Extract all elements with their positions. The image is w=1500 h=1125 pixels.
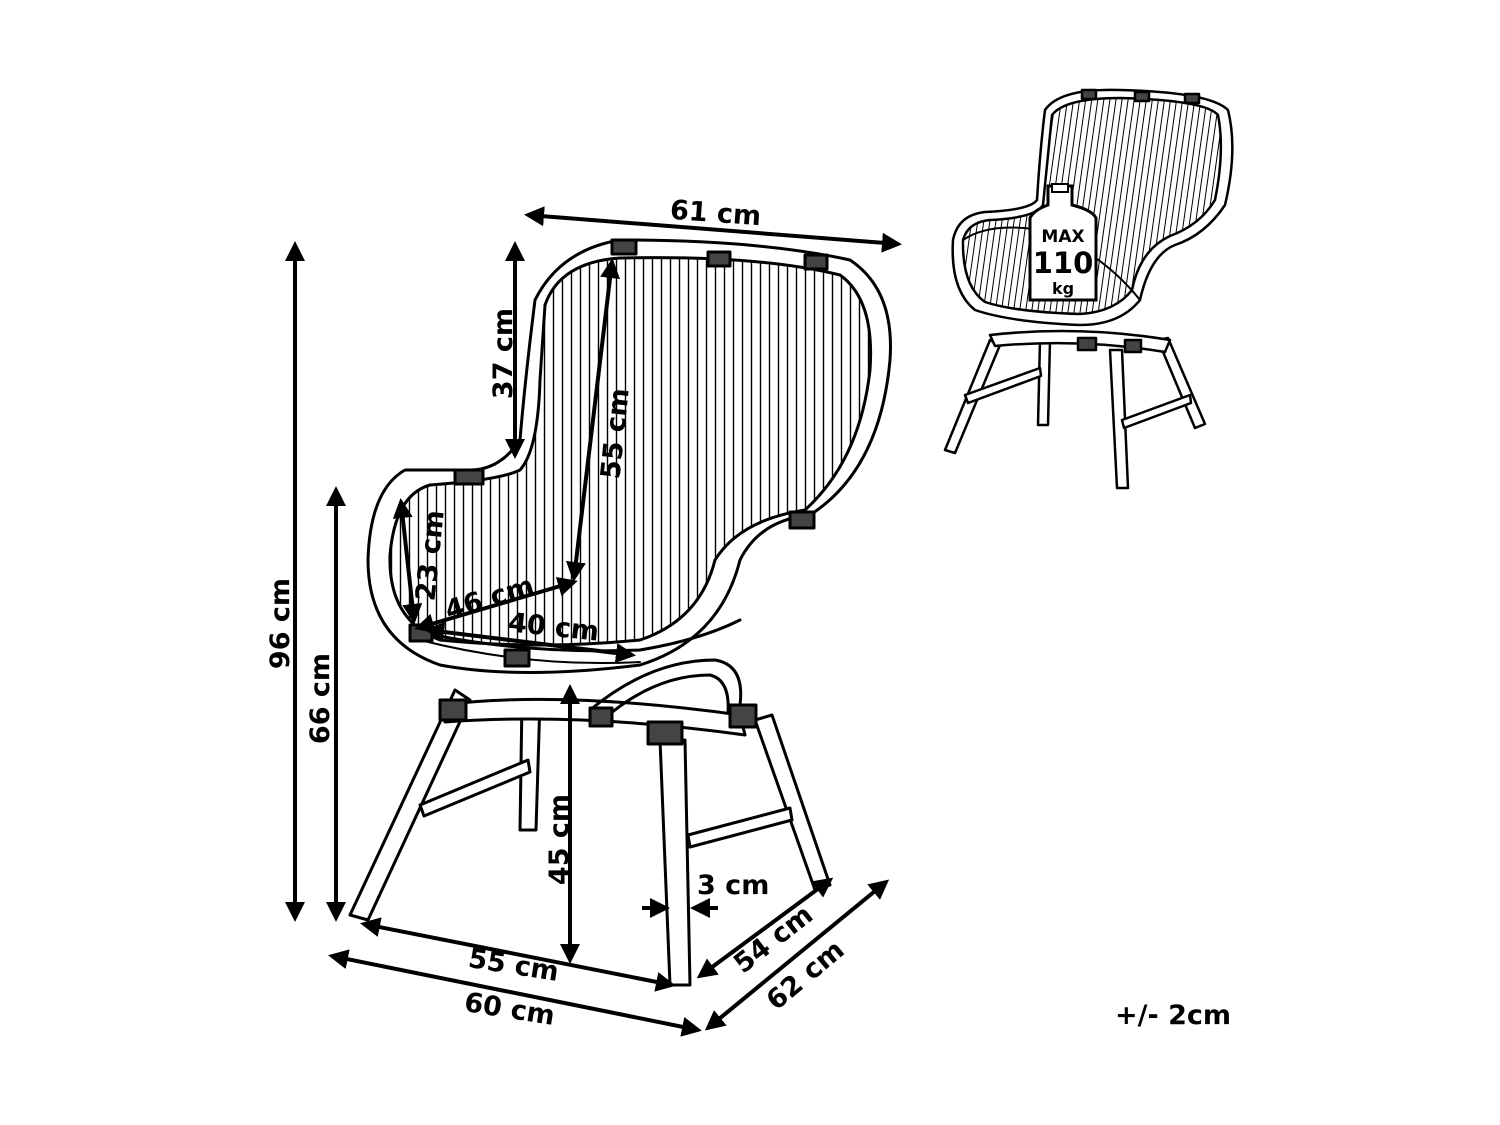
- back-right-leg: [753, 713, 832, 892]
- arrow-footprint-width-outer: [328, 949, 702, 1037]
- badge-max-value: 110: [1032, 246, 1094, 280]
- right-stretcher: [686, 806, 794, 849]
- label-width-top: 61 cm: [669, 194, 763, 233]
- arrow-footprint-depth-outer: [704, 879, 890, 1031]
- small-chair-drawing: [943, 88, 1234, 490]
- dimension-arrows: [285, 206, 902, 1037]
- label-backrest-height: 37 cm: [488, 307, 520, 400]
- badge-unit: kg: [1051, 279, 1075, 298]
- label-leg-thickness: 3 cm: [697, 870, 770, 901]
- label-arm-height: 66 cm: [305, 652, 337, 745]
- tolerance-note: +/- 2cm: [1115, 1000, 1232, 1031]
- badge-max-label: MAX: [1041, 227, 1085, 247]
- main-chair-drawing: [348, 238, 892, 987]
- arrow-width-top: [524, 206, 902, 253]
- label-total-height: 96 cm: [265, 577, 297, 670]
- weight-limit-badge: [1028, 184, 1098, 302]
- front-right-leg: [658, 738, 692, 987]
- backrest-slats: [388, 256, 873, 647]
- label-seat-height: 45 cm: [544, 793, 576, 886]
- arrow-seat-diag: [414, 576, 578, 634]
- arrow-backrest-length: [565, 258, 621, 582]
- left-stretcher: [418, 758, 532, 818]
- arrow-armrest-height: [392, 498, 423, 624]
- arrow-seat-depth: [424, 622, 636, 663]
